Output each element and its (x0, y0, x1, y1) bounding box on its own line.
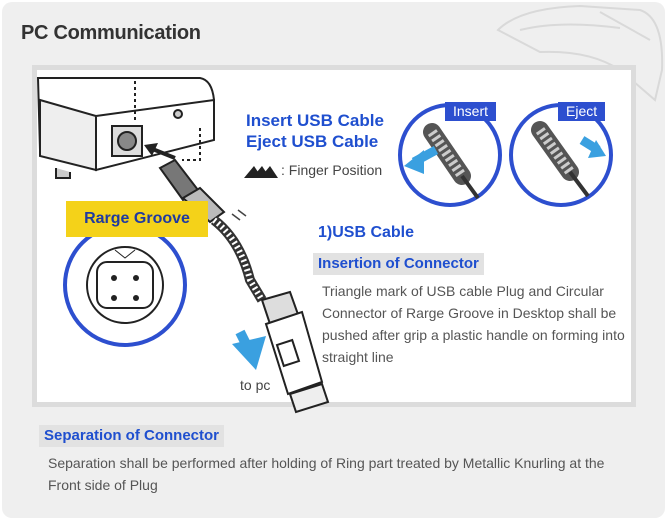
push-arrow-icon (144, 143, 176, 160)
groove-circle (63, 223, 187, 347)
finger-position-icon (244, 166, 278, 178)
separation-heading: Separation of Connector (39, 425, 225, 447)
insert-arrow-icon (404, 150, 424, 174)
insert-heading: Insert USB Cable (246, 111, 384, 130)
eject-circle (509, 103, 613, 207)
eject-heading: Eject USB Cable (246, 132, 379, 151)
usb-plug (260, 290, 330, 414)
usb-cable-title: 1)USB Cable (318, 224, 415, 241)
finger-position-label: : Finger Position (281, 162, 383, 178)
insertion-heading: Insertion of Connector (313, 253, 484, 275)
eject-badge: Eject (558, 102, 606, 121)
down-arrow-icon (232, 329, 266, 370)
groove-callout: Rarge Groove (66, 201, 208, 237)
desktop-device (36, 77, 215, 179)
separation-text: Separation shall be performed after hold… (48, 455, 605, 493)
page-title: PC Communication (21, 22, 201, 44)
insert-badge: Insert (445, 102, 497, 121)
to-pc-label: to pc (240, 377, 271, 393)
eject-arrow-icon (588, 140, 606, 158)
insertion-text: Triangle mark of USB cable Plug and Circ… (322, 283, 625, 365)
insert-circle (398, 103, 502, 207)
